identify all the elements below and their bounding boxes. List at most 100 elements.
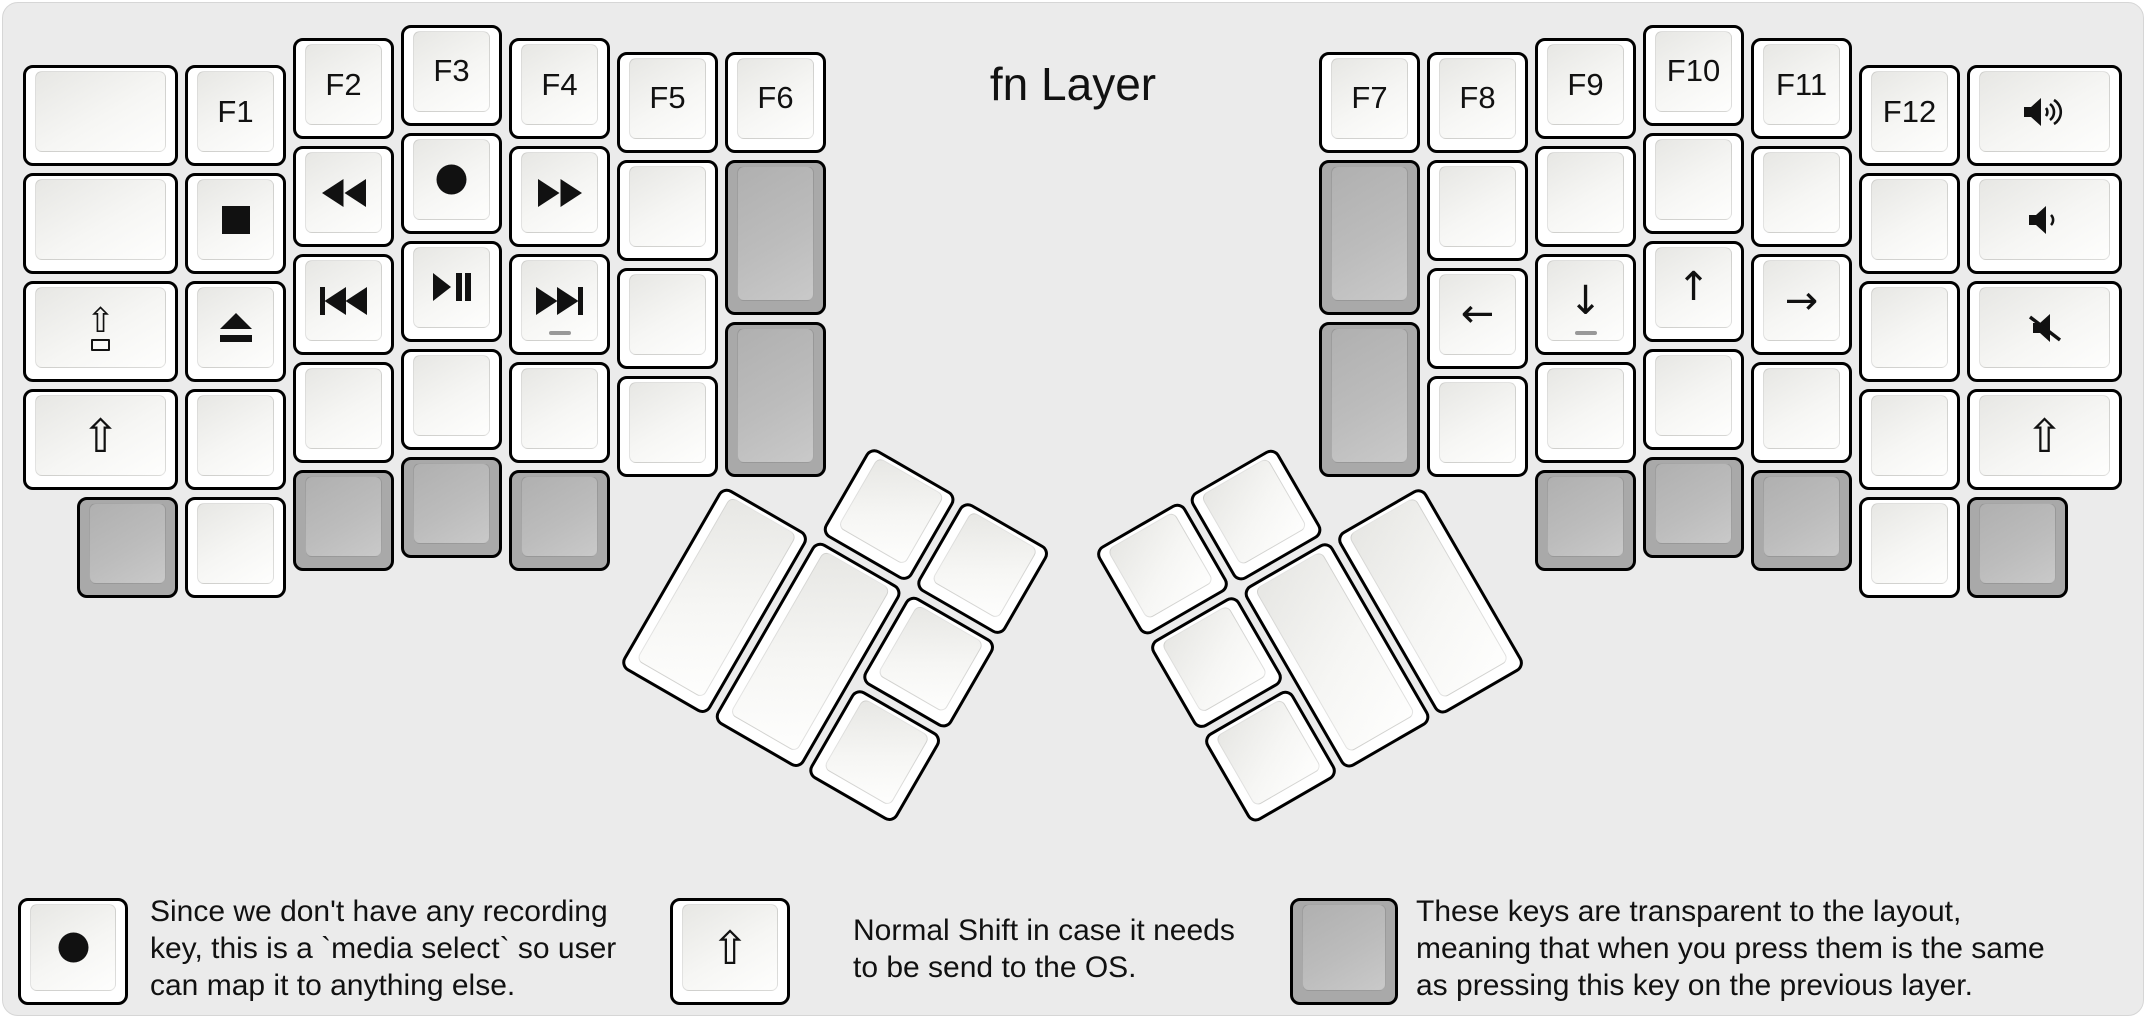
keytop: F2	[305, 44, 382, 125]
key-volume-down[interactable]	[1967, 173, 2122, 274]
key-volume-up[interactable]	[1967, 65, 2122, 166]
key-blank[interactable]	[617, 375, 718, 477]
key-f1[interactable]: F1	[185, 65, 286, 166]
key-arrow-right[interactable]: →	[1751, 254, 1852, 355]
keytop	[521, 152, 598, 233]
key-arrow-up[interactable]: ↑	[1643, 240, 1744, 342]
key-rewind[interactable]	[293, 146, 394, 247]
key-f5[interactable]: F5	[617, 51, 718, 153]
key-blank[interactable]	[23, 173, 178, 274]
key-fast-forward[interactable]	[509, 146, 610, 247]
keytop	[1979, 179, 2110, 260]
record-example-key	[18, 898, 128, 1005]
key-blank[interactable]	[401, 348, 502, 450]
key-blank[interactable]	[1643, 132, 1744, 234]
key-f3[interactable]: F3	[401, 24, 502, 126]
transparent-example-key	[1290, 898, 1398, 1005]
keytop	[1763, 152, 1840, 233]
arrow-down-icon: ↓	[1568, 277, 1603, 324]
key-transparent[interactable]	[725, 159, 826, 315]
key-f12[interactable]: F12	[1859, 65, 1960, 166]
key-shift[interactable]: ⇧	[23, 389, 178, 490]
keytop	[1979, 287, 2110, 368]
keytop	[837, 456, 945, 565]
keytop	[629, 381, 706, 463]
keytop	[1439, 165, 1516, 247]
key-f7[interactable]: F7	[1319, 51, 1420, 153]
key-blank[interactable]	[1643, 348, 1744, 450]
key-transparent[interactable]	[1319, 321, 1420, 477]
keytop	[1547, 368, 1624, 449]
keytop	[413, 462, 490, 544]
keytop	[1547, 476, 1624, 557]
key-transparent[interactable]	[1751, 470, 1852, 571]
keytop: F8	[1439, 57, 1516, 139]
key-transparent[interactable]	[1643, 456, 1744, 558]
key-blank[interactable]	[1751, 362, 1852, 463]
key-f9[interactable]: F9	[1535, 38, 1636, 139]
keytop	[305, 260, 382, 341]
keytop: F11	[1763, 44, 1840, 125]
key-arrow-left[interactable]: ←	[1427, 267, 1528, 369]
keytop	[413, 138, 490, 220]
key-f6[interactable]: F6	[725, 51, 826, 153]
key-blank[interactable]	[1535, 146, 1636, 247]
volume-up-icon	[2023, 97, 2062, 126]
keytop	[1655, 138, 1732, 220]
keytop	[305, 152, 382, 233]
key-transparent[interactable]	[725, 321, 826, 477]
key-blank[interactable]	[1535, 362, 1636, 463]
key-transparent[interactable]	[509, 470, 610, 571]
key-arrow-down[interactable]: ↓	[1535, 254, 1636, 355]
key-f8[interactable]: F8	[1427, 51, 1528, 153]
key-blank[interactable]	[617, 267, 718, 369]
key-blank[interactable]	[1427, 375, 1528, 477]
key-record[interactable]	[401, 132, 502, 234]
key-transparent[interactable]	[1319, 159, 1420, 315]
legend-transparent-key	[1290, 898, 1398, 1005]
keytop	[1871, 503, 1948, 584]
caps-shift-icon: ⇧	[86, 304, 115, 351]
key-blank[interactable]	[1427, 159, 1528, 261]
key-blank[interactable]	[185, 389, 286, 490]
keytop: F6	[737, 57, 814, 139]
key-transparent[interactable]	[401, 456, 502, 558]
key-transparent[interactable]	[293, 470, 394, 571]
key-blank[interactable]	[1859, 173, 1960, 274]
key-transparent[interactable]	[77, 497, 178, 598]
key-transparent[interactable]	[1967, 497, 2068, 598]
arrow-up-icon: ↑	[1676, 264, 1711, 310]
keytop: →	[1763, 260, 1840, 341]
key-blank[interactable]	[1751, 146, 1852, 247]
key-blank[interactable]	[1859, 281, 1960, 382]
key-label: F6	[757, 80, 794, 115]
keytop	[413, 354, 490, 436]
key-transparent[interactable]	[1535, 470, 1636, 571]
key-blank[interactable]	[185, 497, 286, 598]
key-blank[interactable]	[509, 362, 610, 463]
key-blank[interactable]	[617, 159, 718, 261]
key-next-track[interactable]	[509, 254, 610, 355]
key-eject[interactable]	[185, 281, 286, 382]
key-f2[interactable]: F2	[293, 38, 394, 139]
key-shift[interactable]: ⇧	[1967, 389, 2122, 490]
key-blank[interactable]	[1859, 389, 1960, 490]
keytop	[629, 273, 706, 355]
key-blank[interactable]	[293, 362, 394, 463]
keytop	[413, 246, 490, 328]
key-mute[interactable]	[1967, 281, 2122, 382]
key-caps-shift[interactable]: ⇧	[23, 281, 178, 382]
key-f11[interactable]: F11	[1751, 38, 1852, 139]
mute-icon	[2028, 313, 2061, 342]
key-f4[interactable]: F4	[509, 38, 610, 139]
fast-forward-icon	[537, 178, 582, 207]
key-label: F3	[433, 53, 470, 88]
prev-track-icon	[320, 286, 367, 315]
key-blank[interactable]	[23, 65, 178, 166]
key-stop[interactable]	[185, 173, 286, 274]
key-play-pause[interactable]	[401, 240, 502, 342]
key-prev-track[interactable]	[293, 254, 394, 355]
keytop	[197, 395, 274, 476]
key-f10[interactable]: F10	[1643, 24, 1744, 126]
key-blank[interactable]	[1859, 497, 1960, 598]
